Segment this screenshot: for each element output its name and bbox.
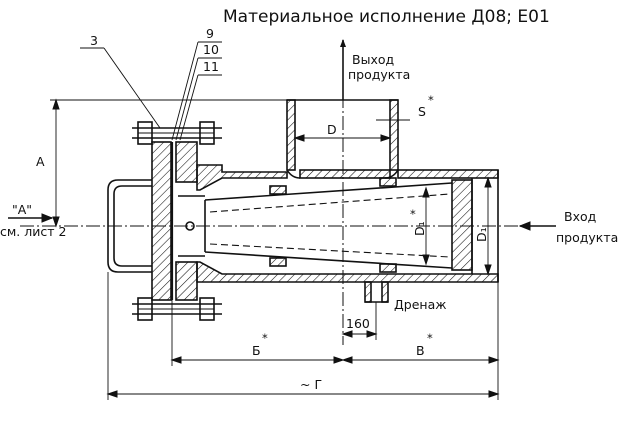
outlet-label-line2: продукта bbox=[348, 67, 410, 82]
dim-d1-body-label: D₁ bbox=[474, 227, 489, 242]
inlet-label-line2: продукта bbox=[556, 230, 618, 245]
drawing-title: Материальное исполнение Д08; Е01 bbox=[223, 7, 550, 27]
drain-label: Дренаж bbox=[394, 297, 446, 312]
dimension-g: ~ Г bbox=[106, 272, 500, 400]
dimension-d: D bbox=[293, 122, 392, 142]
callout-leaders: 3 9 10 11 bbox=[80, 26, 222, 141]
outlet-label-line1: Выход bbox=[352, 52, 394, 67]
callout-11: 11 bbox=[203, 59, 219, 74]
dim-g-label: ~ Г bbox=[300, 377, 322, 392]
dimension-b-v: Б * В * bbox=[170, 282, 500, 366]
dimension-d1-cone: D₁ * bbox=[410, 186, 430, 266]
callout-9: 9 bbox=[206, 26, 214, 41]
dim-a-label: А bbox=[36, 154, 45, 169]
inlet-label-line1: Вход bbox=[564, 209, 596, 224]
dimension-160: 160 bbox=[341, 302, 378, 340]
drain-nozzle bbox=[364, 281, 389, 303]
callout-3: 3 bbox=[90, 33, 98, 48]
dimension-d1-body: D₁ bbox=[474, 176, 492, 276]
dim-d-label: D bbox=[327, 122, 337, 137]
dimension-a: А bbox=[36, 98, 287, 228]
view-a-ref: см. лист 2 bbox=[0, 224, 66, 239]
inlet-arrowhead bbox=[518, 221, 531, 231]
view-a-marker: "А" см. лист 2 bbox=[0, 202, 66, 239]
dim-s-label: S bbox=[418, 104, 426, 119]
dimension-s: S * bbox=[376, 93, 434, 121]
dim-v-label: В bbox=[416, 343, 425, 358]
callout-10: 10 bbox=[203, 42, 219, 57]
dim-s-mark: * bbox=[428, 93, 434, 107]
dim-b-mark: * bbox=[262, 331, 268, 345]
dim-d1-cone-label: D₁ bbox=[412, 221, 427, 236]
dim-b-label: Б bbox=[252, 343, 261, 358]
dim-v-mark: * bbox=[427, 331, 433, 345]
conical-insert bbox=[178, 177, 453, 273]
view-a-label: "А" bbox=[12, 202, 32, 217]
body-shell bbox=[196, 164, 499, 283]
dim-d1-cone-mark: * bbox=[410, 207, 416, 221]
dim-160-label: 160 bbox=[346, 316, 370, 331]
